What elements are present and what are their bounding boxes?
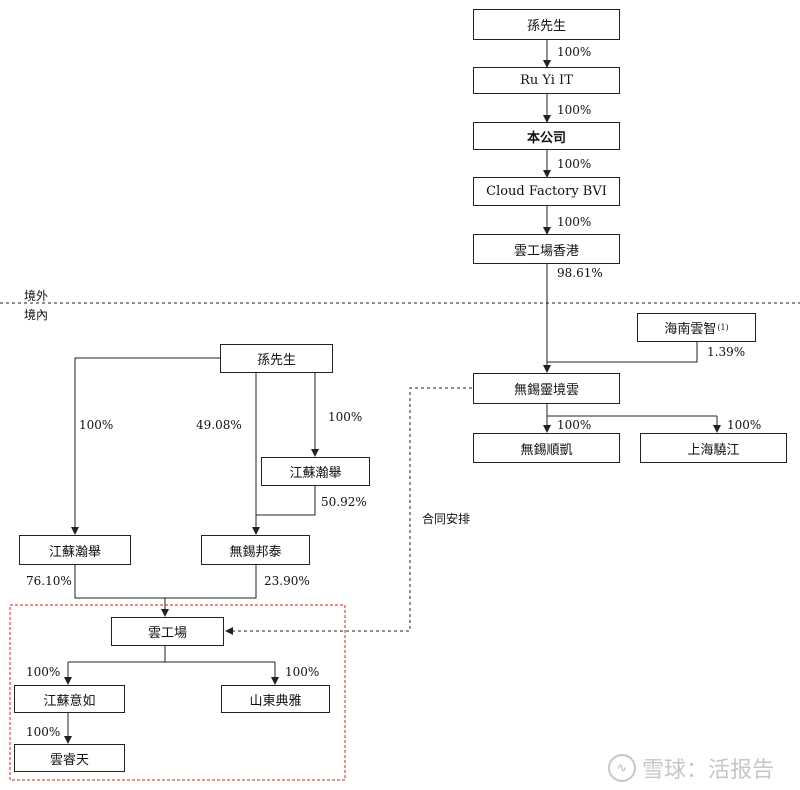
pct-hk-ling: 98.61% — [557, 266, 603, 280]
entity-yun-hk: 雲工場香港 — [473, 234, 620, 264]
entity-jiangsu-yi: 江蘇意如 — [14, 685, 125, 713]
pct-sun-hanmid: 100% — [328, 410, 363, 424]
edge-hanmid-bang — [256, 486, 316, 516]
entity-sun-left: 孫先生 — [220, 344, 333, 373]
contract-label: 合同安排 — [422, 512, 471, 526]
pct-hanmid-bang: 50.92% — [321, 495, 367, 509]
entity-jiangsu-han-left: 江蘇瀚舉 — [19, 535, 131, 565]
entity-jiangsu-han-mid: 江蘇瀚舉 — [261, 457, 370, 486]
entity-sun-top: 孫先生 — [473, 9, 620, 40]
pct-sun-hanleft: 100% — [79, 418, 114, 432]
pct-ling-shanghai: 100% — [727, 418, 762, 432]
region-offshore: 境外 — [24, 289, 49, 303]
watermark: ∿ 雪球：活报告 — [608, 752, 774, 784]
pct-ruyi-company: 100% — [557, 103, 592, 117]
entity-wuxi-bang: 無錫邦泰 — [201, 535, 310, 565]
footnote-marker: (1) — [717, 323, 729, 332]
watermark-text: 雪球：活报告 — [642, 758, 775, 783]
entity-ruyi-it: Ru Yi IT — [473, 67, 620, 94]
pct-company-bvi: 100% — [557, 157, 592, 171]
entity-wuxi-ling: 無錫靈境雲 — [473, 373, 620, 404]
edge-hainan-ling — [547, 342, 698, 363]
pct-yi-rui: 100% — [26, 725, 61, 739]
edge-hanleft-yun — [74, 565, 257, 599]
snowball-logo-icon: ∿ — [608, 754, 636, 782]
pct-yun-sd: 100% — [285, 665, 320, 679]
entity-company: 本公司 — [473, 122, 620, 150]
entity-shanghai: 上海驍江 — [640, 433, 787, 463]
pct-sun-ruyi: 100% — [557, 45, 592, 59]
entity-hainan: 海南雲智(1) — [637, 313, 756, 342]
entity-shandong: 山東典雅 — [221, 685, 330, 713]
edge-sun-hanleft — [71, 357, 220, 535]
pct-bang-yun: 23.90% — [264, 574, 310, 588]
entity-wuxi-shun: 無錫順凱 — [473, 433, 620, 463]
entity-cloud-factory-bvi: Cloud Factory BVI — [473, 177, 620, 206]
entity-yun-factory: 雲工場 — [111, 617, 224, 646]
edge-contract — [225, 387, 472, 635]
entity-yun-rui: 雲睿天 — [14, 744, 125, 772]
pct-hanleft-yun: 76.10% — [26, 574, 72, 588]
entity-hainan-label: 海南雲智 — [664, 322, 717, 337]
pct-ling-shun: 100% — [557, 418, 592, 432]
pct-hainan-ling: 1.39% — [707, 345, 746, 359]
consolidated-group-frame — [9, 604, 346, 781]
pct-yun-yi: 100% — [26, 665, 61, 679]
region-onshore: 境內 — [24, 308, 49, 322]
pct-sun-bang: 49.08% — [196, 418, 242, 432]
pct-bvi-hk: 100% — [557, 215, 592, 229]
